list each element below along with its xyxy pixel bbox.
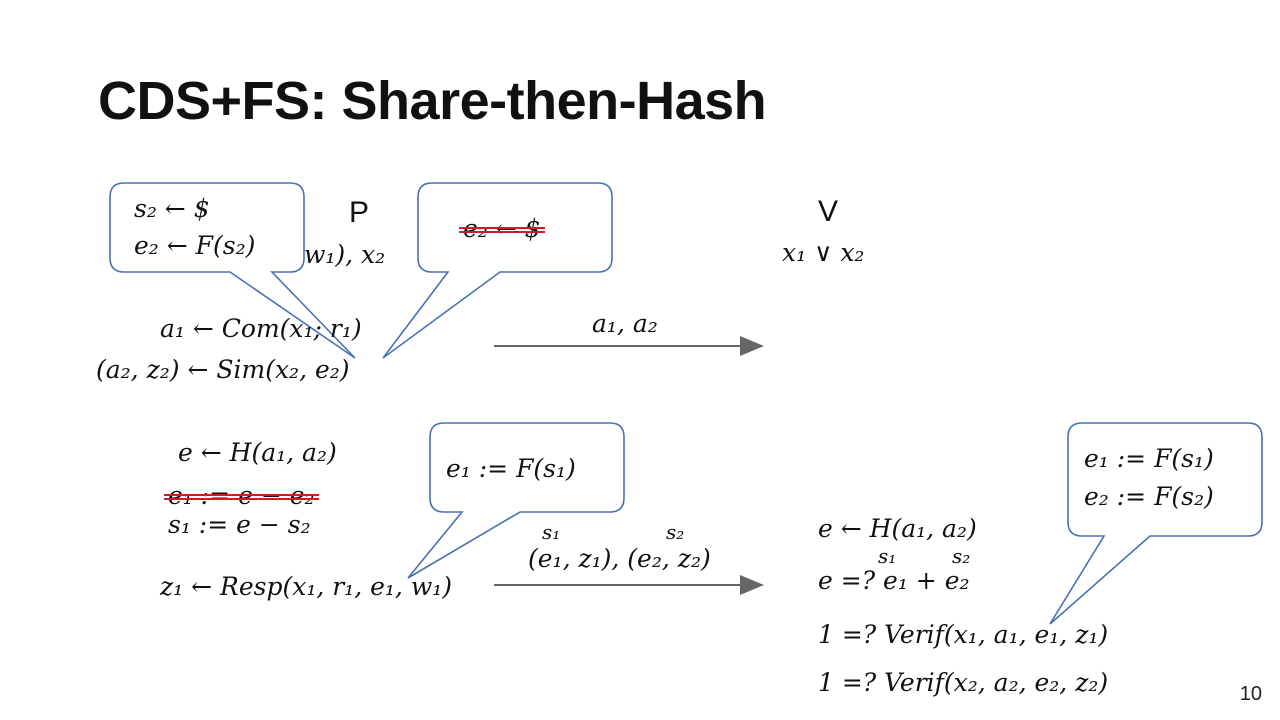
prover-struck-line: e₁ := e − e₂: [164, 481, 319, 510]
bubble-right: [1049, 422, 1263, 625]
prover-hash: e ← H(a₁, a₂): [178, 438, 337, 467]
verifier-verif-1: 1 =? Verif(x₁, a₁, e₁, z₁): [818, 620, 1109, 649]
prover-sim: (a₂, z₂) ← Sim(x₂, e₂): [96, 355, 350, 384]
verifier-sum-over-1: s₁: [878, 544, 897, 568]
prover-share: s₁ := e − s₂: [168, 510, 311, 539]
verifier-statement: x₁ ∨ x₂: [782, 238, 865, 267]
verifier-sum-over-2: s₂: [952, 544, 971, 568]
message-second: (e₁, z₁), (e₂, z₂): [528, 544, 711, 573]
slide-title: CDS+FS: Share-then-Hash: [98, 71, 767, 131]
verifier-verif-2: 1 =? Verif(x₂, a₂, e₂, z₂): [818, 668, 1109, 697]
verifier-label: V: [818, 195, 839, 228]
page-number: 10: [1239, 683, 1262, 705]
prover-struck-wrap: e₁ := e − e₂: [164, 481, 319, 510]
verifier-hash: e ← H(a₁, a₂): [818, 514, 977, 543]
bubble-top-middle-wrap: e₂ ← $: [459, 214, 545, 243]
bubble-top-middle: [382, 182, 613, 359]
prover-label: P: [349, 196, 370, 229]
verifier-check-sum: e =? e₁ + e₂: [818, 566, 970, 595]
prover-commit: a₁ ← Com(x₁; r₁): [160, 314, 362, 343]
message-over-2: s₂: [666, 520, 685, 544]
message-over-1: s₁: [542, 520, 561, 544]
prover-resp: z₁ ← Resp(x₁, r₁, e₁, w₁): [160, 572, 453, 601]
message-first: a₁, a₂: [592, 309, 658, 338]
bubble-top-middle-struck: e₂ ← $: [459, 214, 545, 243]
prover-input: w₁), x₂: [304, 240, 386, 269]
bubble-right-line2: e₂ := F(s₂): [1084, 482, 1214, 511]
bubble-right-line1: e₁ := F(s₁): [1084, 444, 1214, 473]
bubble-top-left-line1: s₂ ← $: [134, 194, 210, 223]
bubble-middle-text: e₁ := F(s₁): [446, 454, 576, 483]
bubble-top-left-line2: e₂ ← F(s₂): [134, 231, 256, 260]
bubble-middle: [407, 422, 625, 579]
bubble-top-left: [109, 182, 356, 359]
